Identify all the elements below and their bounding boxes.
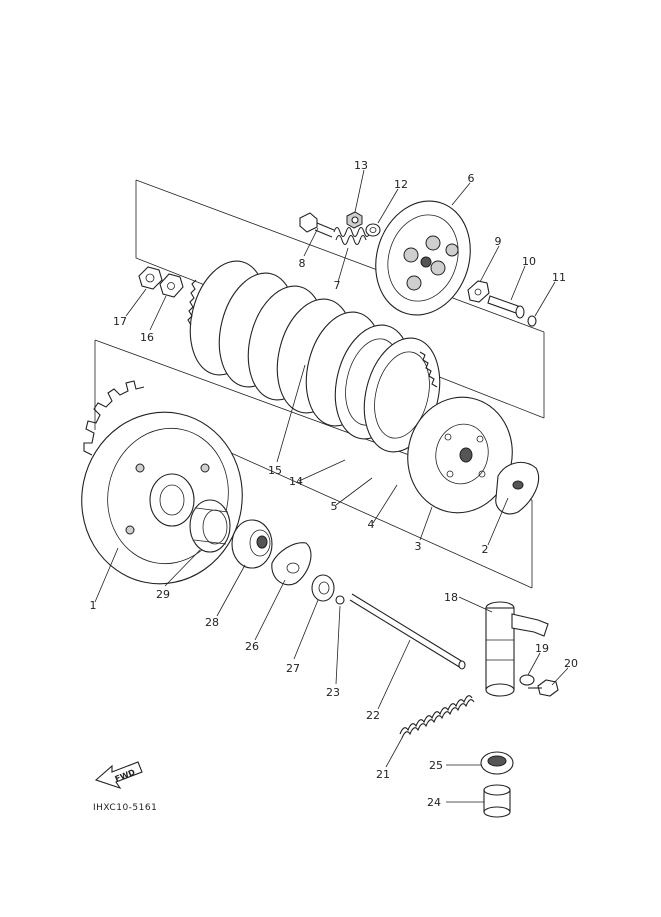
label-16: 16 [140, 331, 154, 344]
oil-seal [480, 751, 514, 775]
label-6: 6 [468, 172, 475, 185]
label-22: 22 [366, 709, 380, 722]
label-9: 9 [495, 235, 502, 248]
leader-lines [94, 169, 569, 803]
label-10: 10 [522, 255, 536, 268]
clutch-plate-stack [187, 260, 441, 453]
label-18: 18 [444, 591, 458, 604]
drawing-code: IHXC10-5161 [93, 803, 157, 813]
push-rod [349, 593, 466, 670]
label-14: 14 [289, 475, 303, 488]
label-3: 3 [415, 540, 422, 553]
pressure-plate-nut [346, 211, 363, 229]
label-21: 21 [376, 768, 390, 781]
label-29: 29 [156, 588, 170, 601]
label-23: 23 [326, 686, 340, 699]
clutch-boss-nut [138, 266, 163, 290]
label-19: 19 [535, 642, 549, 655]
label-7: 7 [334, 279, 341, 292]
label-27: 27 [286, 662, 300, 675]
spring-washer [365, 223, 381, 237]
clutch-spring [333, 226, 371, 246]
push-lever-shaft [485, 601, 549, 697]
spacer [231, 519, 273, 569]
shaft-washer [519, 674, 535, 686]
ball [335, 595, 345, 605]
part-labels: 13 12 6 8 7 9 10 11 17 16 15 14 5 4 3 2 … [90, 159, 579, 809]
fwd-arrow-icon: FWD [94, 761, 143, 790]
label-8: 8 [299, 257, 306, 270]
thrust-washer [271, 542, 312, 586]
label-24: 24 [427, 796, 441, 809]
label-13: 13 [354, 159, 368, 172]
label-5: 5 [331, 500, 338, 513]
label-4: 4 [368, 518, 375, 531]
label-15: 15 [268, 464, 282, 477]
label-28: 28 [205, 616, 219, 629]
return-spring [399, 695, 475, 739]
adjusting-screw [487, 295, 525, 319]
label-17: 17 [113, 315, 127, 328]
o-ring [527, 315, 537, 327]
bushing [483, 784, 511, 818]
lock-washer [159, 273, 184, 298]
label-26: 26 [245, 640, 259, 653]
needle-bearing [189, 499, 231, 553]
label-20: 20 [564, 657, 578, 670]
pressure-plate [375, 200, 471, 316]
label-12: 12 [394, 178, 408, 191]
washer [311, 574, 335, 602]
label-2: 2 [482, 543, 489, 556]
label-11: 11 [552, 271, 566, 284]
label-25: 25 [429, 759, 443, 772]
push-rod-locknut [467, 280, 490, 303]
clutch-spring-bolt [299, 212, 335, 238]
label-1: 1 [90, 599, 97, 612]
